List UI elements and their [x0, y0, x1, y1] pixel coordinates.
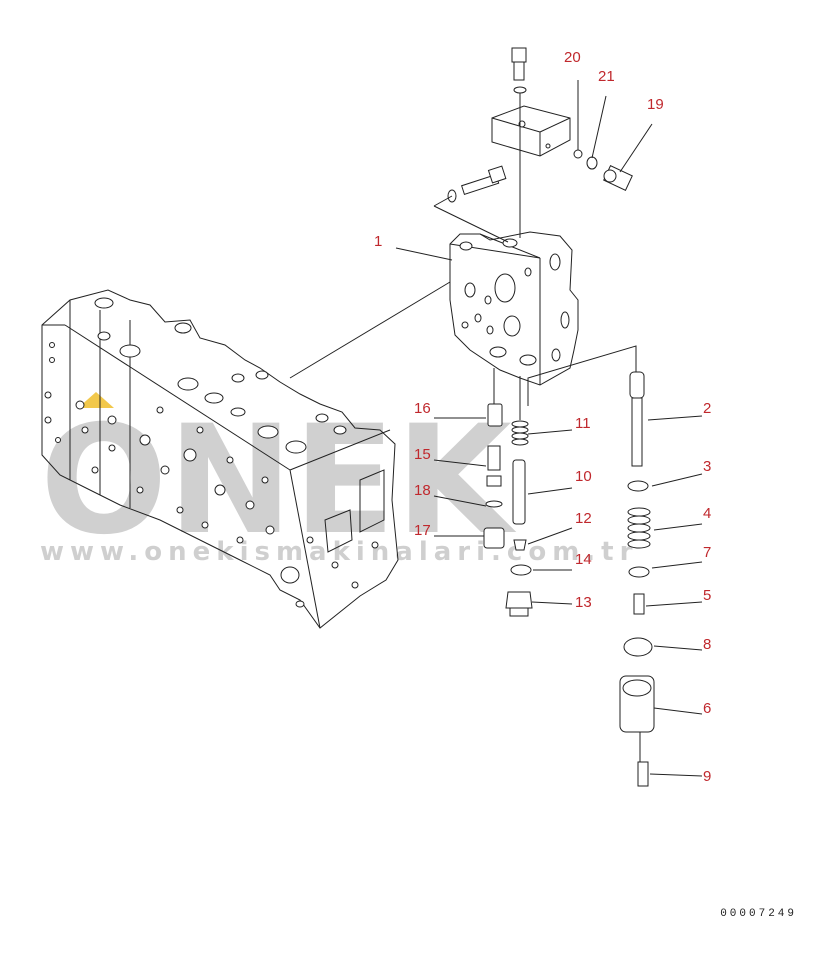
- callout-14: 14: [575, 551, 592, 568]
- watermark-url: www.onekismakinalari.com.tr: [40, 537, 638, 567]
- cover-plate: [491, 105, 571, 157]
- callout-7: 7: [703, 544, 711, 561]
- o-ring-small: [586, 156, 598, 170]
- callout-18: 18: [414, 482, 431, 499]
- callout-9: 9: [703, 768, 711, 785]
- callout-11: 11: [575, 415, 591, 432]
- watermark: ONEK www.onekismakinalari.com.tr: [40, 392, 638, 568]
- side-bolt: [433, 165, 509, 243]
- callout-12: 12: [575, 510, 592, 527]
- callout-19: 19: [647, 96, 664, 113]
- callout-15: 15: [414, 446, 431, 463]
- callout-17: 17: [414, 522, 431, 539]
- leader-lines: [395, 80, 703, 777]
- callout-13: 13: [575, 594, 592, 611]
- callout-6: 6: [703, 700, 711, 717]
- valve-section-body: [449, 231, 579, 386]
- callout-20: 20: [564, 49, 581, 66]
- assembly-leader: [289, 281, 451, 379]
- left-spool-stack: [483, 368, 533, 617]
- callout-labels: 1 2 3 4 5 6 7 8 9 10 11 12 13 14 15 16 1…: [374, 49, 711, 785]
- callout-10: 10: [575, 468, 592, 485]
- right-spool-stack: [527, 345, 655, 787]
- callout-2: 2: [703, 400, 711, 417]
- callout-8: 8: [703, 636, 711, 653]
- callout-4: 4: [703, 505, 711, 522]
- callout-3: 3: [703, 458, 711, 475]
- ball: [573, 149, 583, 159]
- callout-16: 16: [414, 400, 431, 417]
- callout-21: 21: [598, 68, 615, 85]
- callout-1: 1: [374, 233, 382, 250]
- watermark-brand: ONEK: [40, 394, 517, 568]
- top-bolt: [511, 47, 527, 238]
- callout-5: 5: [703, 587, 711, 604]
- drawing-code: 00007249: [720, 908, 797, 920]
- plug-part: [603, 165, 633, 191]
- watermark-accent-icon: [78, 392, 114, 408]
- control-valve-assembly: [41, 289, 399, 629]
